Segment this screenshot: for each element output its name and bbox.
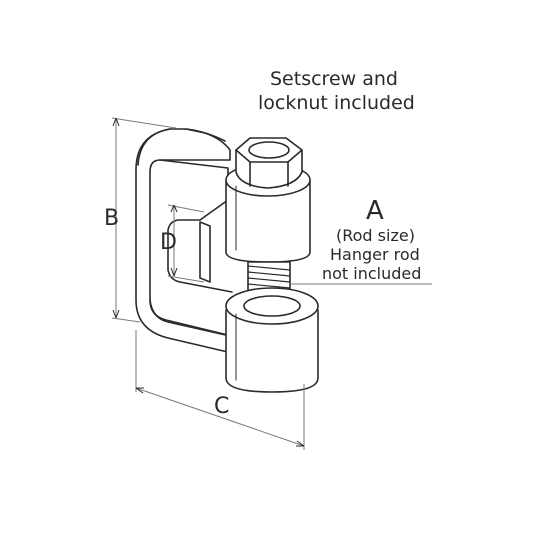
dim-a-hanger-rod: Hanger rod (330, 245, 420, 264)
dim-b-label: B (104, 206, 120, 231)
dim-a-label: A (366, 196, 384, 226)
dim-c-label: C (214, 394, 230, 419)
c-frame-throat (199, 221, 211, 283)
dim-d-label: D (160, 230, 177, 255)
dim-a-not-included: not included (322, 264, 422, 283)
c-frame-lower-edge (149, 299, 231, 337)
lower-boss-top (225, 287, 319, 325)
dim-a-rod-size: (Rod size) (336, 226, 415, 245)
setscrew-note-line2: locknut included (258, 92, 415, 114)
setscrew-note-line1: Setscrew and (270, 68, 398, 90)
c-frame-top-edge (137, 128, 226, 166)
lower-boss (225, 309, 319, 393)
c-frame-inner-top (159, 159, 233, 293)
dim-c-line (135, 387, 305, 447)
